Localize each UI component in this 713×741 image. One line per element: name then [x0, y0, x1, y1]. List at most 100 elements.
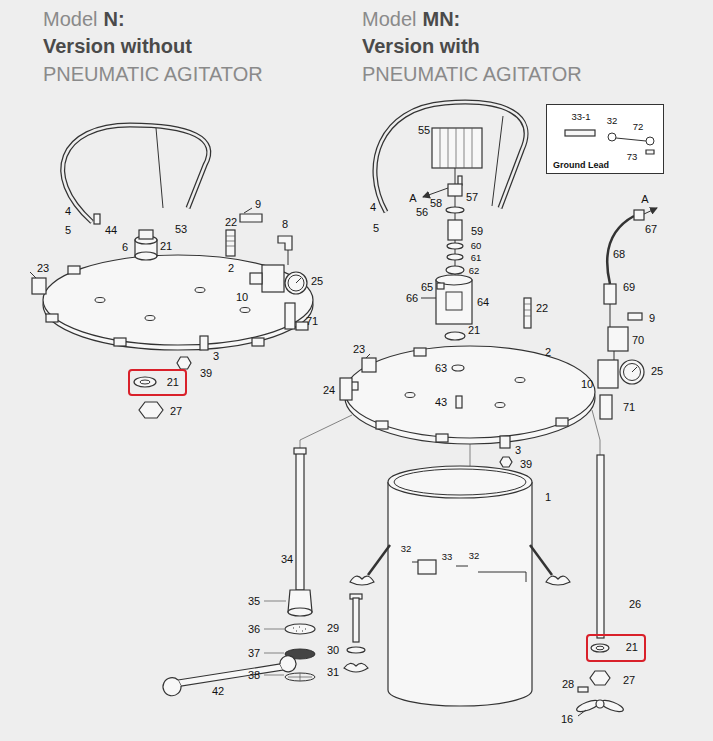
- callout-number: 30: [327, 644, 339, 657]
- fittings: [226, 230, 235, 256]
- model-heading: Model: [362, 8, 416, 31]
- model-heading: N:: [103, 8, 124, 31]
- agitator-shaft: [596, 700, 604, 708]
- lid: [414, 348, 426, 356]
- pickup-tube: [288, 608, 312, 616]
- callout-number: 21: [167, 376, 179, 389]
- callout-number: 16: [561, 713, 573, 726]
- tank: [394, 469, 526, 495]
- tank: [368, 545, 390, 575]
- tank: [412, 562, 468, 566]
- callout-number: 2: [545, 346, 551, 359]
- lid: [252, 338, 264, 346]
- fittings: [139, 402, 163, 418]
- fittings: [288, 250, 289, 265]
- fittings: [524, 304, 531, 316]
- callout-number: 26: [629, 598, 641, 611]
- callout-number: 22: [536, 302, 548, 315]
- guide-line: [300, 415, 352, 452]
- callout-number: 4: [65, 205, 71, 218]
- guide-line: [300, 410, 600, 466]
- pickup-tube: [264, 448, 315, 681]
- handle: [375, 102, 526, 212]
- callout-number: 32: [469, 551, 480, 562]
- callout-number: 73: [627, 152, 638, 163]
- lid: [345, 346, 595, 438]
- ground-lead-inset: [616, 138, 646, 141]
- tank: [546, 576, 570, 585]
- callout-number: 33: [442, 552, 453, 563]
- callout-number: 57: [466, 191, 478, 204]
- agitator-shaft: [578, 710, 586, 716]
- callout-number: 25: [311, 275, 323, 288]
- wrench: [178, 664, 283, 686]
- fittings: [226, 236, 235, 246]
- lid: [240, 308, 250, 313]
- fittings: [340, 208, 657, 467]
- cap: [139, 230, 153, 239]
- fittings: [285, 303, 295, 329]
- callout-number: 28: [562, 678, 574, 691]
- fittings: [634, 210, 644, 220]
- pickup-tube: [293, 627, 306, 631]
- callout-number: 27: [623, 674, 635, 687]
- agitator: [448, 220, 462, 240]
- fittings: [288, 275, 304, 291]
- fittings: [134, 377, 156, 387]
- pickup-tube: [296, 452, 304, 590]
- callout-number: 31: [327, 666, 339, 679]
- callout-number: 23: [37, 262, 49, 275]
- fittings: [200, 336, 208, 350]
- lid: [43, 255, 313, 345]
- fittings: [362, 358, 376, 372]
- highlight-box: 21: [128, 369, 187, 396]
- callout-number: 44: [105, 224, 117, 237]
- callout-number: 71: [623, 401, 635, 414]
- agitator: [448, 184, 462, 196]
- model-heading: MN:: [422, 8, 460, 31]
- callout-number: A: [409, 192, 416, 205]
- lid: [495, 403, 505, 408]
- clamp-bolt: [344, 594, 368, 672]
- clamp-bolt: [344, 663, 368, 672]
- callout-number: 68: [613, 248, 625, 261]
- lid: [456, 396, 462, 408]
- tank: [418, 560, 436, 574]
- agitator: [421, 298, 436, 299]
- lid: [95, 298, 105, 303]
- ground-lead-inset: [608, 133, 616, 141]
- handle: [63, 125, 209, 222]
- lid: [114, 338, 126, 346]
- callout-number: 25: [651, 365, 663, 378]
- callout-number: 37: [248, 647, 260, 660]
- lid: [46, 314, 58, 322]
- fittings: [600, 395, 612, 419]
- callout-number: 4: [370, 201, 376, 214]
- agitator-shaft: [578, 687, 588, 692]
- model-heading: PNEUMATIC AGITATOR: [43, 63, 263, 86]
- agitator-shaft: [597, 455, 604, 638]
- pickup-tube: [285, 673, 315, 681]
- callout-number: 3: [515, 444, 521, 457]
- callout-number: 32: [607, 116, 618, 127]
- callout-number: 55: [418, 124, 430, 137]
- agitator: [440, 128, 472, 168]
- fittings: [610, 304, 614, 360]
- lid: [195, 288, 205, 293]
- tank: [388, 466, 532, 498]
- lid: [452, 365, 464, 371]
- callout-number: 23: [353, 343, 365, 356]
- guide-line: [592, 410, 600, 455]
- model-heading: Model: [43, 8, 97, 31]
- callout-number: 6: [122, 241, 128, 254]
- callout-number: 3: [213, 350, 219, 363]
- inset-box: Ground Lead: [546, 104, 664, 174]
- fittings: [32, 278, 46, 294]
- callout-number: 27: [170, 405, 182, 418]
- callout-number: 60: [471, 241, 482, 252]
- model-heading: PNEUMATIC AGITATOR: [362, 63, 582, 86]
- callout-number: 24: [323, 384, 335, 397]
- fittings: [262, 265, 284, 292]
- fittings: [30, 208, 307, 418]
